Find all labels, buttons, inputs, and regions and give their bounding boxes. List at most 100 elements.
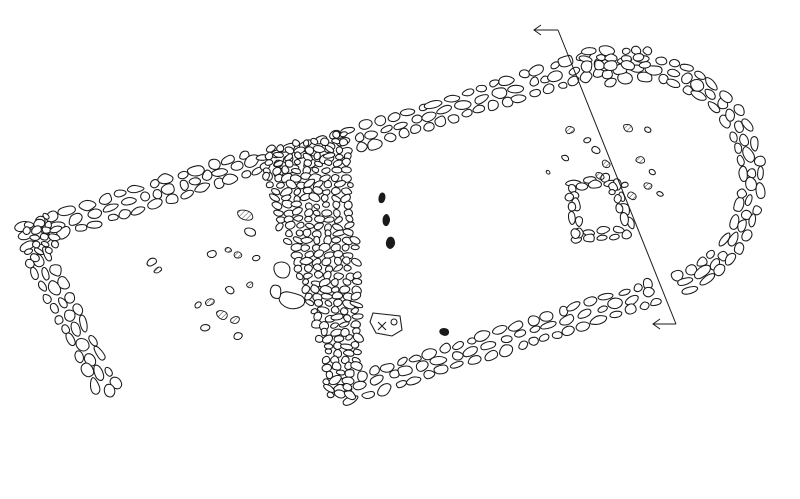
stone [323,383,335,393]
stone [741,118,754,132]
stone [598,45,616,57]
stone [454,100,472,110]
stone [312,209,321,217]
stone [567,183,577,194]
stone [596,234,608,241]
stone [318,278,331,288]
stone [332,200,341,210]
stone [699,273,716,286]
stone [591,145,601,155]
stone [748,213,757,228]
stone [681,72,693,85]
stone [613,194,622,204]
stone [351,313,364,320]
stone [49,264,62,277]
stone [369,365,380,376]
stone [561,325,575,337]
stone [224,285,235,295]
stone [213,177,225,190]
stone [313,222,324,231]
stone [559,313,575,326]
stone [529,88,542,98]
stone [328,374,342,386]
stone [293,158,301,166]
stone [343,390,357,401]
stone [467,337,477,345]
dark-stone-markers [378,192,450,336]
stone [741,229,753,242]
stone [343,314,352,323]
stone [350,291,362,301]
stone [357,370,368,382]
stone [321,209,333,217]
stone [311,166,320,174]
stone [393,121,408,131]
stone [87,208,103,219]
stone [79,314,88,333]
stone [335,146,344,155]
stone [352,380,367,391]
stone [542,83,555,95]
stone [750,136,759,152]
stone [304,292,313,301]
stone [98,192,113,205]
stone [320,292,333,300]
stone [208,158,221,170]
stone [285,179,298,190]
stone [567,210,576,225]
stone [186,165,205,177]
stone [295,229,304,237]
stone [330,322,339,329]
stone [609,310,623,319]
stone [753,155,766,167]
dividing-wall [262,130,365,401]
stone [449,360,464,369]
stone [303,159,313,167]
stone [29,234,40,241]
stone [146,257,158,267]
stone [264,151,274,161]
stone [619,212,629,227]
stone [221,173,239,185]
stone [612,225,625,234]
stone [303,272,313,280]
stone [326,391,335,399]
stone [587,179,602,189]
stone [274,173,283,183]
stone [350,307,359,315]
stone [384,132,397,143]
stone [304,202,313,211]
stone [704,88,716,100]
stone [303,264,313,273]
stone [39,232,49,241]
stone [319,285,333,294]
stone [330,187,341,196]
stone [594,59,605,71]
stone [292,236,304,245]
stone [489,79,500,88]
stone [276,144,285,153]
stone [583,233,595,243]
stone [330,328,343,337]
stone [389,369,400,379]
stone [564,192,575,202]
stone [33,247,45,256]
stone [518,340,529,350]
stone [64,292,76,304]
stone [499,344,514,358]
stone [339,131,348,138]
stone [351,277,363,286]
stone [398,127,410,139]
stone [331,291,344,300]
stone [461,88,475,97]
stone [296,221,305,229]
stone [635,156,646,164]
stone [332,130,341,139]
stone [624,303,637,315]
stone [65,332,76,347]
stone [575,321,591,332]
stone [436,104,453,115]
stone [580,60,593,73]
stone [718,232,731,247]
